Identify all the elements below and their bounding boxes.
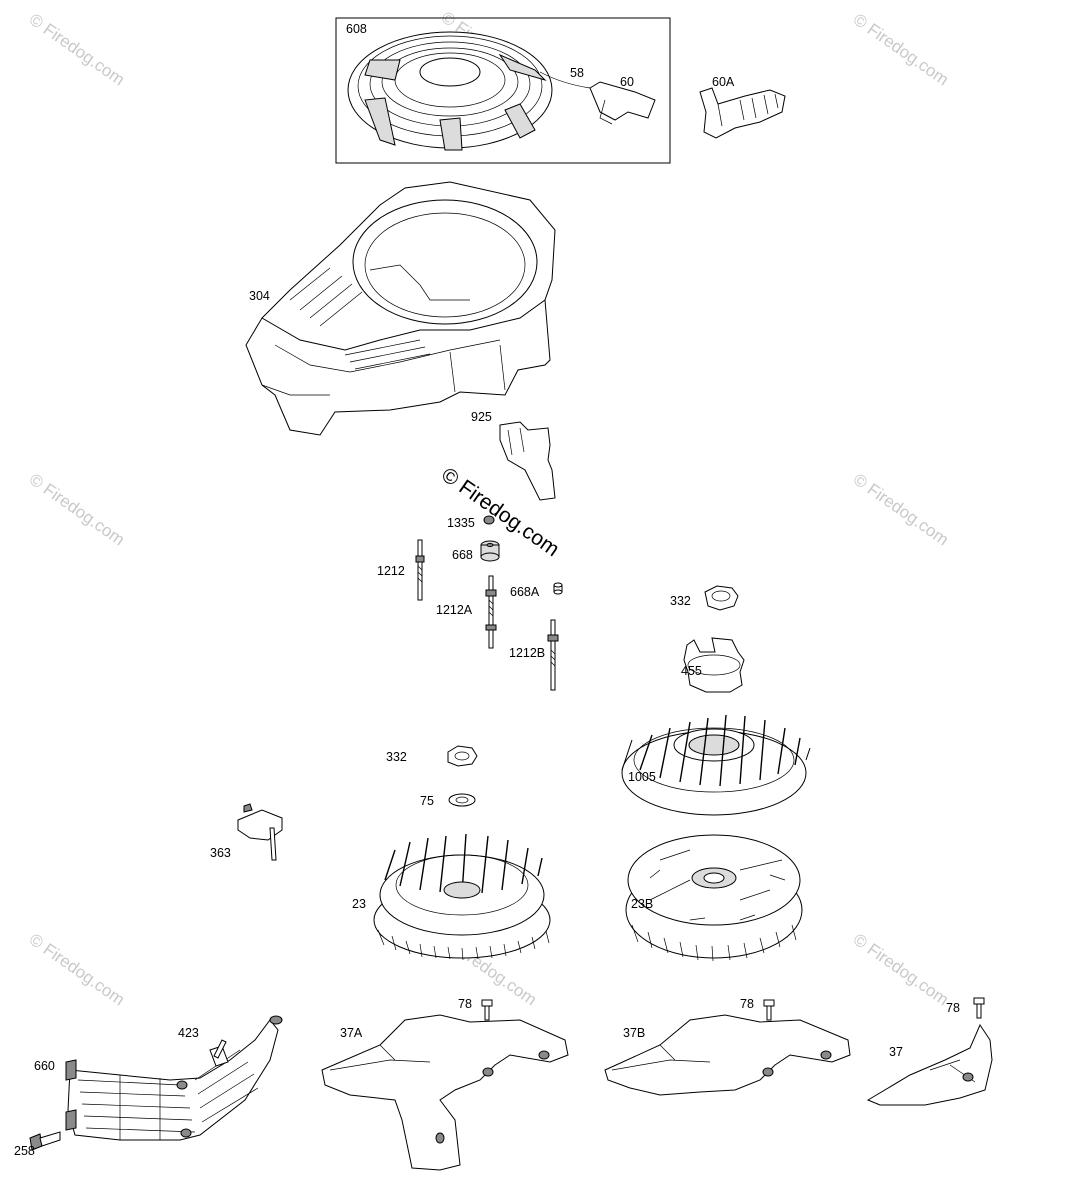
label-23: 23 <box>352 897 366 911</box>
label-258: 258 <box>14 1144 35 1158</box>
watermark-mid-right: © Firedog.com <box>850 470 952 550</box>
part-455-cup <box>683 637 745 693</box>
label-668a: 668A <box>510 585 540 599</box>
label-1335: 1335 <box>447 516 475 530</box>
label-1212a: 1212A <box>436 603 473 617</box>
part-304-blower-housing <box>245 181 556 436</box>
part-423-spacer <box>209 1039 229 1067</box>
label-1212b: 1212B <box>509 646 545 660</box>
label-78-c: 78 <box>946 1001 960 1015</box>
part-332-nut-mid <box>447 745 478 767</box>
part-332-nut-top <box>704 585 739 611</box>
label-925: 925 <box>471 410 492 424</box>
label-60: 60 <box>620 75 634 89</box>
label-60a: 60A <box>712 75 735 89</box>
watermark-top-right: © Firedog.com <box>850 10 952 90</box>
label-78-b: 78 <box>740 997 754 1011</box>
watermark-mid-left: © Firedog.com <box>26 470 128 550</box>
label-304: 304 <box>249 289 270 303</box>
watermark-top-left: © Firedog.com <box>26 10 128 90</box>
label-37b: 37B <box>623 1026 645 1040</box>
part-1212-stud <box>415 539 425 601</box>
part-363-bracket <box>237 803 283 861</box>
part-1212b-stud <box>547 619 559 691</box>
label-332-top: 332 <box>670 594 691 608</box>
label-423: 423 <box>178 1026 199 1040</box>
label-668: 668 <box>452 548 473 562</box>
label-363: 363 <box>210 846 231 860</box>
part-1005-fan <box>621 714 811 816</box>
label-75: 75 <box>420 794 434 808</box>
part-1335-nut <box>483 515 495 525</box>
label-78-a: 78 <box>458 997 472 1011</box>
part-23-flywheel <box>373 833 551 961</box>
label-608: 608 <box>346 22 367 36</box>
part-78-bolt-b <box>763 999 775 1021</box>
part-668-spacer <box>480 540 500 562</box>
part-78-bolt-c <box>973 997 985 1019</box>
label-37a: 37A <box>340 1026 363 1040</box>
part-1212a-stud <box>485 575 497 649</box>
part-37b-plate <box>604 1014 851 1096</box>
label-1212: 1212 <box>377 564 405 578</box>
part-608-recoil-starter <box>335 17 671 164</box>
label-37: 37 <box>889 1045 903 1059</box>
part-75-washer <box>448 793 476 807</box>
label-23b: 23B <box>631 897 653 911</box>
part-668a-spacer <box>553 582 563 595</box>
part-258-bolt <box>29 1131 61 1151</box>
part-78-bolt-a <box>481 999 493 1021</box>
part-37a-plate <box>321 1014 569 1171</box>
part-660-guard <box>65 1015 283 1141</box>
part-60a-handle <box>699 87 786 139</box>
watermark-bottom-right: © Firedog.com <box>850 930 952 1010</box>
label-660: 660 <box>34 1059 55 1073</box>
label-332-mid: 332 <box>386 750 407 764</box>
part-23b-flywheel <box>625 834 803 962</box>
label-58: 58 <box>570 66 584 80</box>
part-37-guard <box>866 1023 993 1106</box>
part-925-bracket <box>499 421 556 501</box>
label-455: 455 <box>681 664 702 678</box>
label-1005: 1005 <box>628 770 656 784</box>
watermark-bottom-left: © Firedog.com <box>26 930 128 1010</box>
